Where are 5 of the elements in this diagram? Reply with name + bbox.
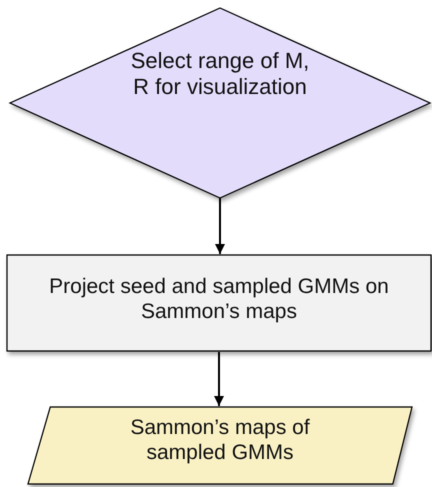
arrow bbox=[215, 198, 225, 254]
node-label: Project seed and sampled GMMs on Sammon’s maps bbox=[48, 274, 390, 324]
node-label: Select range of M, R for visualization bbox=[130, 48, 310, 101]
node-label: Sammon’s maps of sampled GMMs bbox=[129, 415, 311, 466]
arrow bbox=[214, 352, 224, 406]
